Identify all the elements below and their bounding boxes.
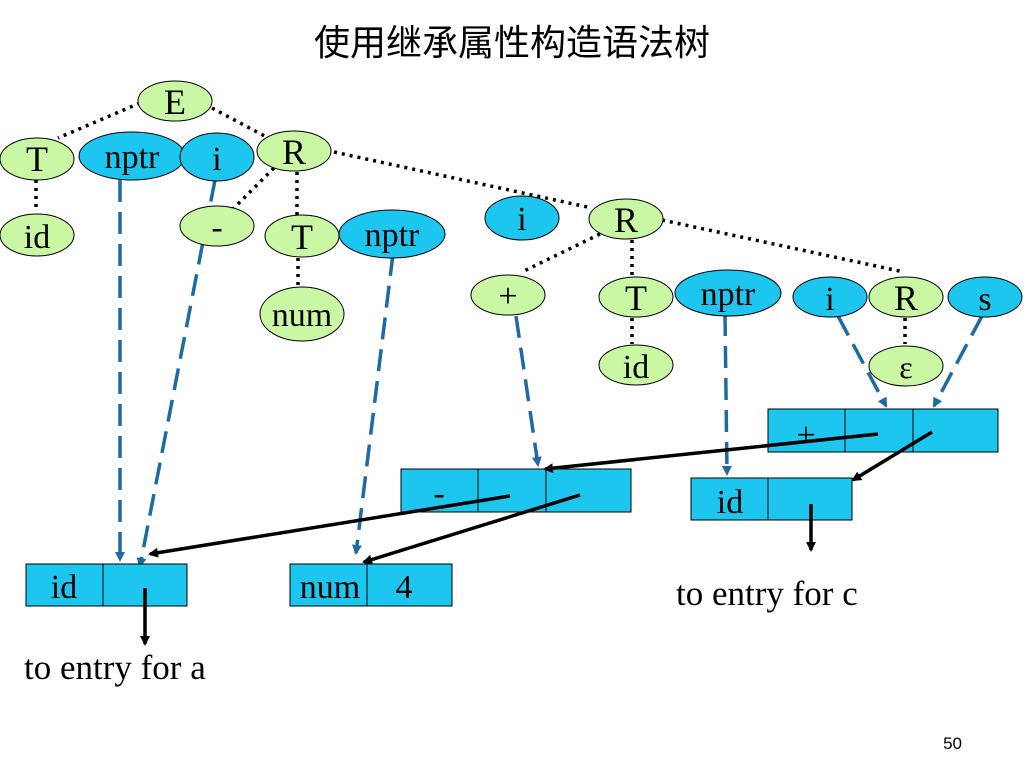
arrow-plus-right-to-id-c bbox=[851, 430, 933, 482]
blue-nodes: nptr i nptr i nptr i s bbox=[78, 131, 1023, 318]
svg-text:id: id bbox=[24, 219, 50, 256]
svg-text:T: T bbox=[26, 139, 48, 179]
svg-text:+: + bbox=[796, 417, 815, 454]
svg-text:R: R bbox=[894, 278, 918, 318]
record-id-c: id bbox=[690, 477, 853, 521]
node-R2: R bbox=[588, 198, 664, 240]
svg-text:T: T bbox=[291, 217, 313, 257]
edge-R-R2 bbox=[333, 150, 593, 210]
node-eps: ε bbox=[868, 345, 944, 387]
svg-text:R: R bbox=[614, 200, 638, 240]
svg-text:-: - bbox=[211, 209, 222, 246]
arrow-plus-left-to-minus bbox=[543, 432, 879, 474]
node-T1: T bbox=[0, 137, 75, 181]
svg-text:R: R bbox=[282, 132, 306, 172]
edge-R2-plus bbox=[521, 232, 601, 274]
node-nptr1: nptr bbox=[78, 131, 186, 181]
svg-text:ε: ε bbox=[899, 349, 912, 385]
slide-title: 使用继承属性构造语法树 bbox=[313, 23, 710, 64]
arrow-nptr3-to-id-c-record bbox=[721, 313, 732, 476]
edge-R-minus bbox=[228, 166, 276, 214]
svg-text:nptr: nptr bbox=[701, 276, 756, 313]
svg-text:-: - bbox=[433, 475, 444, 512]
node-E: E bbox=[137, 80, 213, 122]
node-s: s bbox=[947, 276, 1023, 318]
node-i1: i bbox=[179, 132, 255, 182]
svg-text:num: num bbox=[272, 297, 332, 334]
node-E-label: E bbox=[164, 82, 186, 122]
arrow-i2-to-minus-record bbox=[514, 315, 542, 467]
node-minus: - bbox=[179, 205, 255, 247]
svg-text:nptr: nptr bbox=[365, 217, 420, 254]
node-R3: R bbox=[868, 276, 944, 318]
node-i2: i bbox=[484, 195, 560, 241]
node-i3: i bbox=[792, 276, 868, 318]
green-nodes: E T R id - T num R + T id R ε bbox=[0, 80, 944, 387]
record-num-4: num 4 bbox=[289, 563, 453, 607]
svg-text:s: s bbox=[978, 281, 991, 318]
node-R1: R bbox=[256, 130, 332, 172]
svg-text:i: i bbox=[825, 281, 834, 318]
svg-text:id: id bbox=[623, 349, 649, 386]
svg-text:i: i bbox=[517, 201, 526, 238]
caption-entry-for-c: to entry for c bbox=[676, 574, 858, 613]
solid-pointer-arrows bbox=[140, 430, 933, 646]
node-nptr3: nptr bbox=[674, 269, 782, 317]
svg-text:nptr: nptr bbox=[105, 139, 160, 176]
arrow-minus-right-to-num bbox=[362, 493, 581, 565]
svg-text:T: T bbox=[625, 278, 647, 318]
edge-E-T bbox=[57, 101, 141, 140]
node-plus: + bbox=[470, 274, 546, 316]
svg-text:id: id bbox=[51, 569, 77, 606]
dotted-tree-edges bbox=[34, 101, 907, 344]
arrow-i3-to-plus-record bbox=[836, 315, 888, 408]
svg-text:num: num bbox=[300, 569, 360, 606]
record-minus: - bbox=[400, 468, 632, 513]
caption-entry-for-a: to entry for a bbox=[24, 648, 206, 687]
node-id1: id bbox=[0, 213, 75, 257]
svg-text:id: id bbox=[717, 484, 743, 521]
page-number: 50 bbox=[943, 734, 962, 753]
node-T2: T bbox=[264, 214, 340, 258]
node-num: num bbox=[259, 286, 345, 342]
edge-R2-R3 bbox=[661, 218, 905, 274]
svg-text:+: + bbox=[498, 278, 517, 315]
node-nptr2: nptr bbox=[338, 209, 446, 259]
record-plus: + bbox=[767, 408, 999, 454]
svg-text:4: 4 bbox=[396, 569, 413, 606]
syntax-tree-records: + - id id num 4 bbox=[25, 408, 999, 607]
edge-E-R bbox=[211, 106, 273, 142]
node-id2: id bbox=[598, 344, 674, 386]
arrow-nptr2-to-num-record bbox=[352, 253, 395, 555]
node-T3: T bbox=[598, 276, 674, 318]
arrow-minus-left-to-id-a bbox=[148, 494, 511, 558]
record-id-a: id bbox=[25, 563, 188, 607]
arrow-s-to-plus-record bbox=[932, 315, 984, 408]
svg-text:i: i bbox=[212, 141, 221, 178]
